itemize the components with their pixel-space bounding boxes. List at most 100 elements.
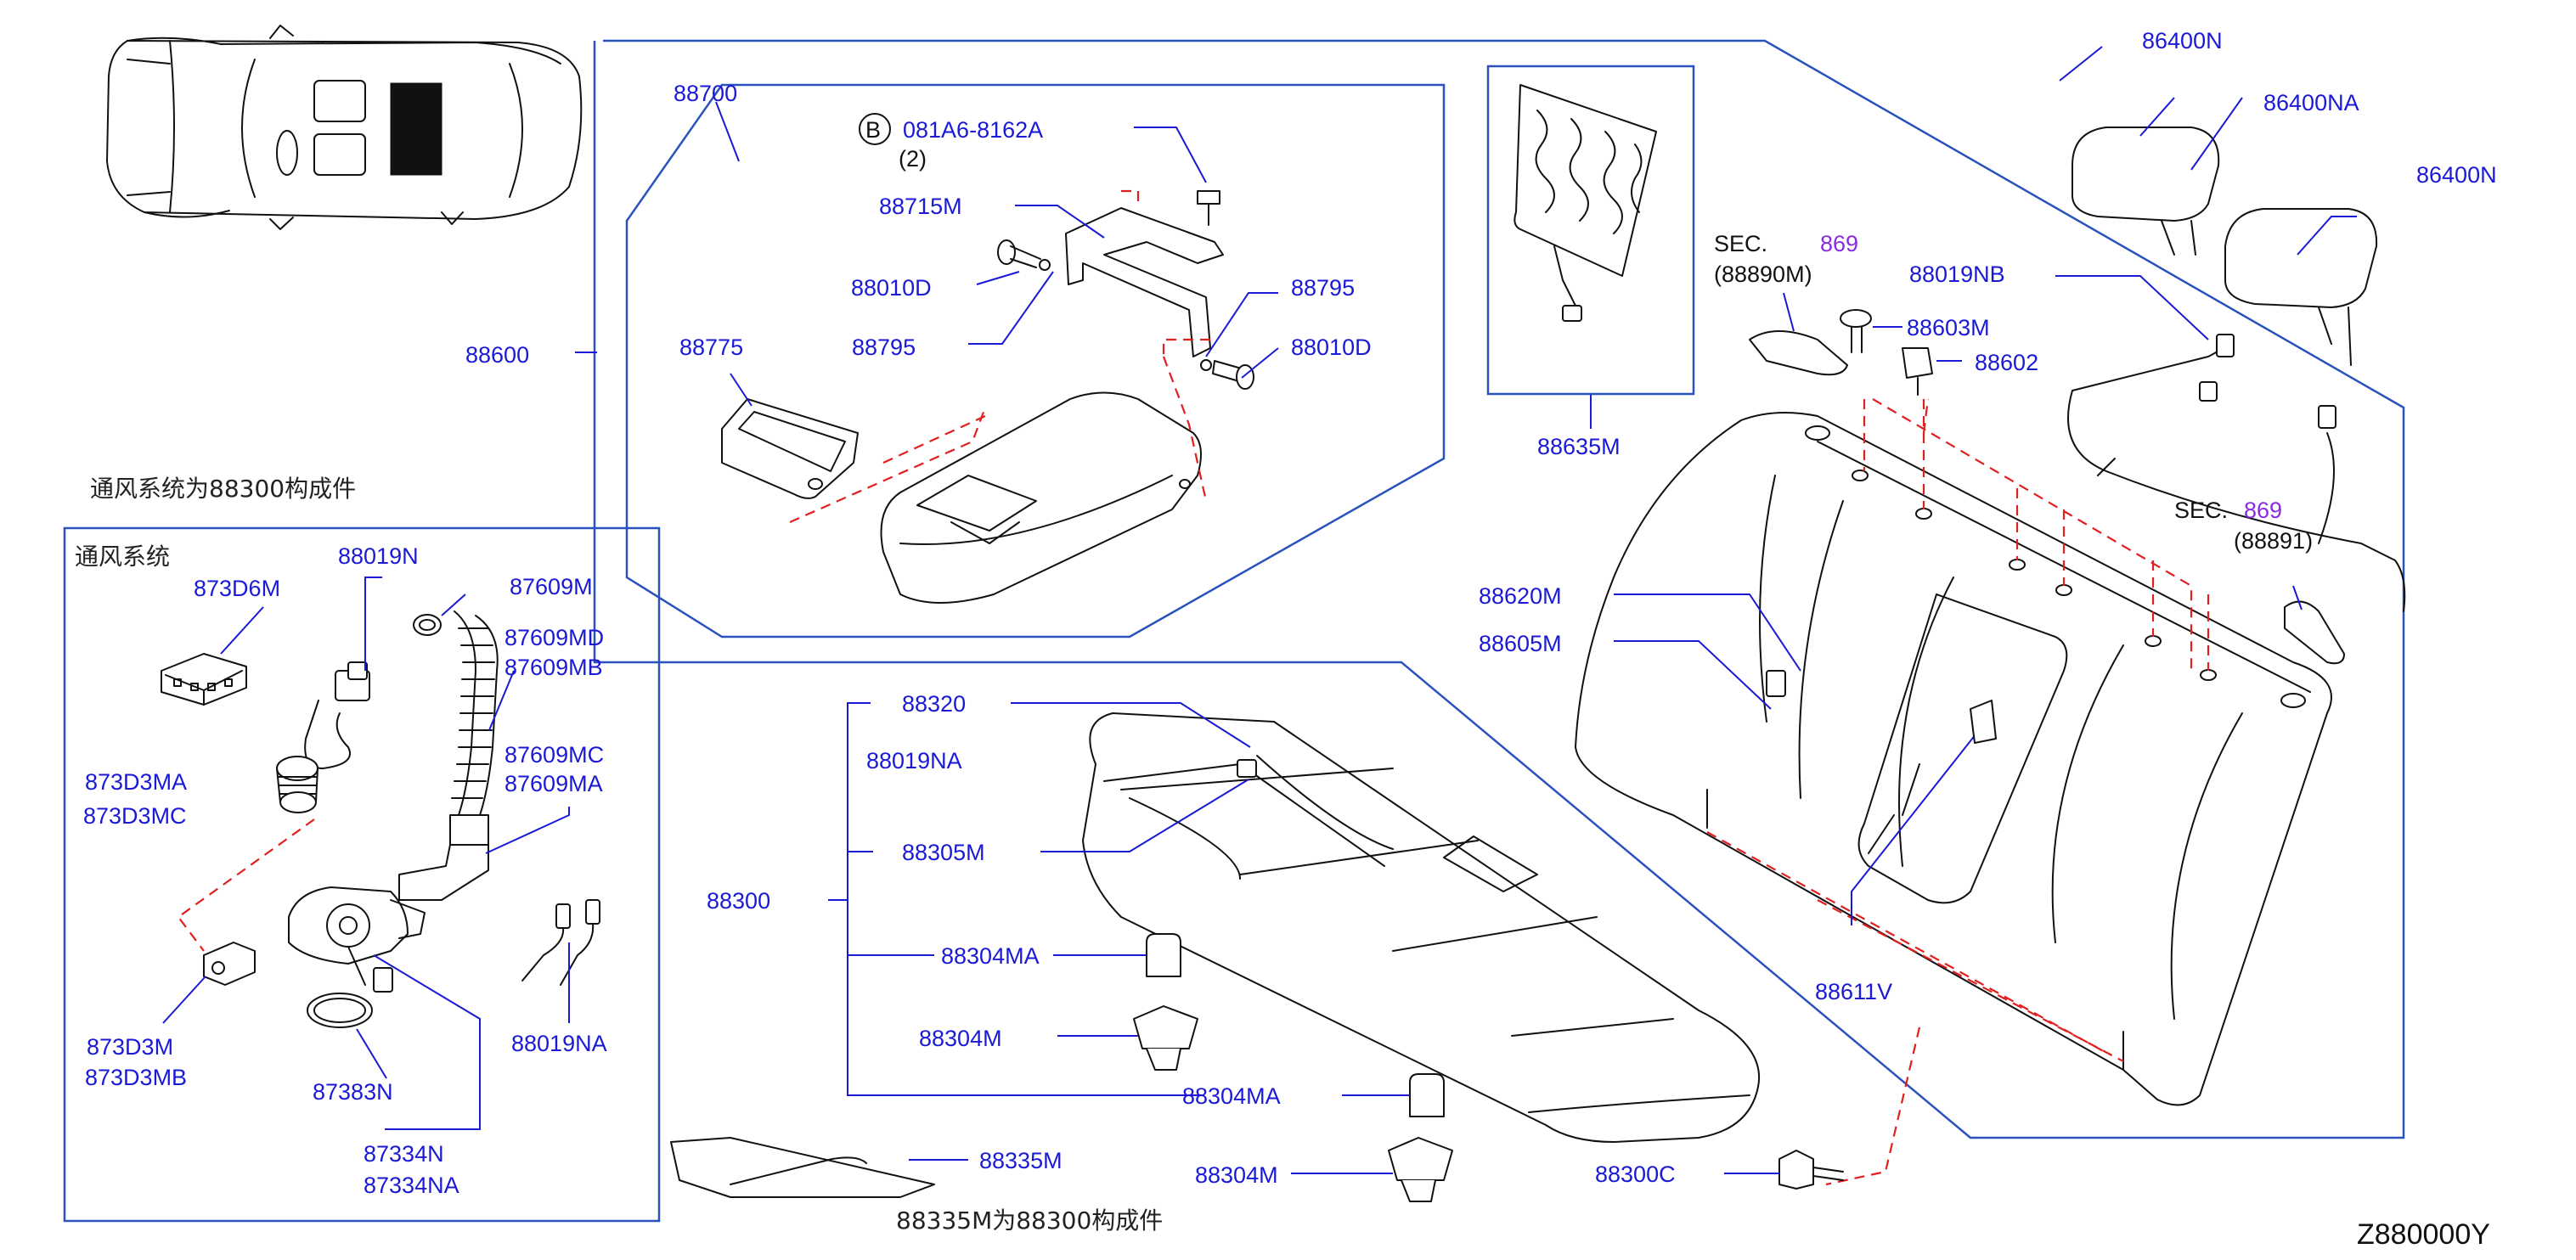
clip-88304M-b [1388, 1137, 1453, 1202]
label-88795-a: 88795 [1291, 275, 1355, 301]
seatback-frame [593, 39, 2405, 1139]
label-86400N-b: 86400N [2416, 162, 2497, 188]
label-86400NA: 86400NA [2263, 90, 2359, 115]
label-88304M-b: 88304M [1195, 1162, 1278, 1188]
vent-guide-line [177, 818, 315, 952]
bolt-081A6-8162A [1197, 190, 1220, 226]
label-87609MA: 87609MA [504, 771, 603, 796]
armrest-body [880, 391, 1202, 604]
headrest-86400N [2224, 208, 2378, 366]
label-87383N: 87383N [313, 1079, 393, 1105]
label-88019NA-a: 88019NA [866, 748, 962, 773]
label-081A6-qty: (2) [899, 146, 927, 172]
hook-88611V [1970, 700, 1997, 744]
tag-88305M [1237, 759, 1257, 778]
armrest-guide [1162, 356, 1208, 502]
vehicle-locator-icon [106, 25, 583, 230]
armrest-bracket-guide [1121, 189, 1210, 357]
clip-88304MA-a [1146, 933, 1181, 977]
label-sec-b-num: 869 [2244, 498, 2282, 523]
ventilation-note: 通风系统为88300构成件 [90, 475, 356, 503]
unit-873D6M [161, 653, 247, 706]
headrest-86400NA [2072, 127, 2220, 256]
label-88795-b: 88795 [852, 335, 916, 360]
label-88010D-a: 88010D [851, 275, 932, 301]
label-88603M: 88603M [1907, 315, 1990, 340]
blower-87334N [288, 886, 426, 993]
label-88019NB: 88019NB [1909, 262, 2005, 287]
bracket-88715M [1065, 207, 1224, 357]
label-88019NA-b: 88019NA [511, 1031, 607, 1056]
harness-88019NB [2067, 335, 2406, 612]
cushion-note: 88335M为88300构成件 [896, 1207, 1163, 1235]
label-88304MA-a: 88304MA [941, 943, 1040, 969]
label-sec-a-num: 869 [1820, 231, 1858, 256]
label-88600: 88600 [465, 342, 529, 368]
label-88602: 88602 [1975, 350, 2038, 375]
cupholder-88775 [721, 398, 859, 499]
label-88715M: 88715M [879, 194, 962, 219]
ventilation-box-title: 通风系统 [75, 543, 170, 571]
diagram-code: Z880000Y [2357, 1218, 2490, 1251]
label-sec-b-ref: (88891) [2234, 528, 2313, 554]
label-873D6M: 873D6M [194, 576, 280, 601]
label-081A6-8162A: 081A6-8162A [903, 117, 1043, 143]
label-88335M: 88335M [979, 1148, 1063, 1173]
label-sec-a-prefix: SEC. [1714, 231, 1767, 256]
armrest-frame [625, 83, 1446, 638]
clip-88304MA-b [1409, 1073, 1445, 1117]
clip-88304M-a [1133, 1005, 1198, 1071]
heater-frame [1486, 65, 1695, 396]
duct-87609MB [449, 610, 499, 846]
label-873D3MC: 873D3MC [83, 803, 187, 829]
label-88775: 88775 [679, 335, 743, 360]
seatback-bottom-guides [1706, 831, 2124, 1186]
label-87609M: 87609M [510, 574, 593, 599]
heater-mat-88635M [1513, 84, 1657, 322]
label-87609MB: 87609MB [504, 655, 603, 680]
label-88019N: 88019N [338, 543, 419, 569]
bracket-88891 [2284, 600, 2345, 665]
tag-88620M [1766, 670, 1786, 697]
label-873D3MB: 873D3MB [85, 1065, 187, 1090]
label-873D3M: 873D3M [87, 1034, 173, 1060]
coil-873D3MA [276, 756, 318, 813]
label-88304M-a: 88304M [919, 1026, 1002, 1051]
marker-B-circle [859, 113, 891, 145]
label-88620M: 88620M [1479, 583, 1562, 609]
label-873D3MA: 873D3MA [85, 769, 187, 795]
label-88605M: 88605M [1479, 631, 1562, 656]
seatback-guide-lines [1863, 398, 2210, 671]
label-marker-B: B [865, 117, 881, 143]
duct-87609MA [398, 844, 489, 901]
label-87334N: 87334N [364, 1141, 444, 1167]
label-sec-b-prefix: SEC. [2174, 498, 2228, 523]
harness-88019NA [521, 899, 600, 986]
bolt-88300C [1778, 1150, 1844, 1190]
clip-88603M [1840, 309, 1872, 353]
cupholder-guide [789, 407, 987, 524]
harness-88019N [304, 661, 370, 769]
label-88300C: 88300C [1595, 1162, 1676, 1187]
label-88700: 88700 [674, 81, 737, 106]
seat-cushion [1082, 712, 1761, 1143]
ventilation-frame [63, 526, 661, 1223]
label-87609MD: 87609MD [504, 625, 604, 650]
label-sec-a-ref: (88890M) [1714, 262, 1812, 287]
label-88635M: 88635M [1537, 434, 1621, 459]
pad-88335M [670, 1137, 935, 1198]
label-87334NA: 87334NA [364, 1173, 459, 1198]
ring-87609M [413, 614, 442, 636]
label-88304MA-b: 88304MA [1182, 1083, 1281, 1109]
lock-88602 [1902, 347, 1933, 396]
label-88305M: 88305M [902, 840, 985, 865]
label-88611V: 88611V [1815, 979, 1892, 1004]
label-86400N-a: 86400N [2142, 28, 2223, 53]
label-88300: 88300 [707, 888, 770, 914]
screw-88010D [997, 239, 1051, 271]
label-87609MC: 87609MC [504, 742, 604, 768]
label-88320: 88320 [902, 691, 966, 717]
bracket-88890M [1749, 330, 1848, 376]
sensor-873D3M [203, 942, 256, 986]
